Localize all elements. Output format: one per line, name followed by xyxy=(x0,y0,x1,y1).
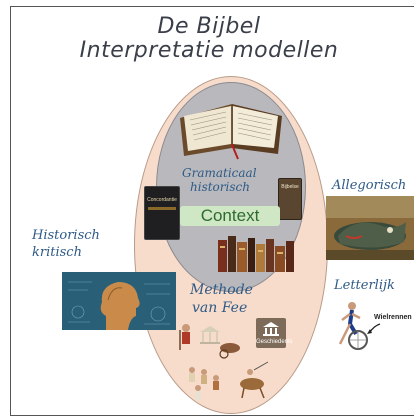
chariot xyxy=(219,343,240,359)
encyclopedia-book-title: Bijbelse xyxy=(281,184,299,190)
geschiedenis-badge: Geschiedenis xyxy=(256,318,293,348)
concordantie-book-image: Concordantie xyxy=(144,186,180,240)
temple-icon xyxy=(263,322,279,336)
concordantie-book-band xyxy=(148,207,176,210)
arrow-icon xyxy=(367,323,381,334)
jonah-whale-painting xyxy=(326,196,414,260)
crowd xyxy=(189,367,219,400)
encyclopedia-book-image: Bijbelse xyxy=(278,178,302,220)
historisch-label-1: Historisch xyxy=(32,228,100,243)
gramatical-label-2: historisch xyxy=(190,180,250,194)
runner-wheel-image xyxy=(338,302,368,350)
open-bible-image xyxy=(180,104,282,160)
historisch-label-2: kritisch xyxy=(32,245,82,260)
temple xyxy=(200,326,220,344)
title-line-1: De Bijbel xyxy=(157,14,261,39)
gramatical-label-1: Gramaticaal xyxy=(182,166,257,180)
old-books-image xyxy=(218,236,294,272)
thinking-head-image xyxy=(62,272,176,330)
allegorisch-label: Allegorisch xyxy=(332,178,407,193)
methode-label-2: van Fee xyxy=(192,300,248,316)
title-line-2: Interpretatie modellen xyxy=(79,38,339,63)
context-label: Context xyxy=(180,206,280,226)
horseman xyxy=(240,361,269,399)
geschiedenis-label: Geschiedenis xyxy=(256,339,293,345)
methode-label-1: Methode xyxy=(190,282,253,298)
concordantie-book-title: Concordantie xyxy=(147,197,177,203)
letterlijk-label: Letterlijk xyxy=(334,278,395,293)
wielrennen-label: Wielrennen xyxy=(374,314,412,321)
history-collage-image xyxy=(179,324,269,400)
roman-soldier xyxy=(179,324,190,350)
